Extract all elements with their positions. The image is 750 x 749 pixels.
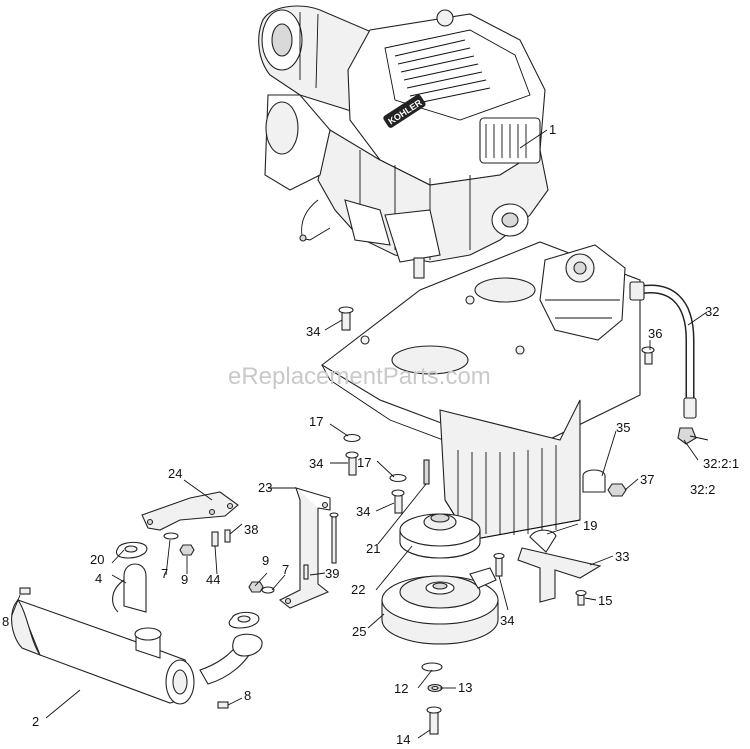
callout-36: 36	[648, 326, 662, 341]
callout-14: 14	[396, 732, 410, 747]
callout-1: 1	[549, 122, 556, 137]
callout-8-left: 8	[2, 614, 9, 629]
bolt-36	[641, 346, 655, 365]
callout-17-upper: 17	[309, 414, 323, 429]
callout-labels: 1 34 32 36 17 34 17 34 21 22 25 12 13 14…	[2, 122, 739, 747]
callout-25: 25	[352, 624, 366, 639]
callout-19: 19	[583, 518, 597, 533]
callout-34-mid: 34	[309, 456, 323, 471]
callout-32-2: 32:2	[690, 482, 715, 497]
gaskets-20	[115, 541, 260, 629]
callout-9-right: 9	[262, 553, 269, 568]
bolt-34-upper	[338, 306, 354, 331]
callout-22: 22	[351, 582, 365, 597]
frame-chassis	[321, 241, 641, 541]
callout-4: 4	[95, 571, 102, 586]
callout-7-right: 7	[282, 562, 289, 577]
callout-2: 2	[32, 714, 39, 729]
pulley-22	[399, 513, 481, 559]
clutch-hardware	[421, 662, 443, 735]
callout-23: 23	[258, 480, 272, 495]
callout-39: 39	[325, 566, 339, 581]
callout-34-lower: 34	[500, 613, 514, 628]
bolt-34-lower	[493, 552, 505, 577]
callout-12: 12	[394, 681, 408, 696]
callout-24: 24	[168, 466, 182, 481]
callout-32: 32	[705, 304, 719, 319]
callout-34-upper: 34	[306, 324, 320, 339]
callout-13: 13	[458, 680, 472, 695]
callout-37: 37	[640, 472, 654, 487]
leader-lines	[11, 129, 709, 739]
bracket-24	[141, 491, 239, 556]
muffler-2	[11, 563, 263, 709]
callout-32-2-1: 32:2:1	[703, 456, 739, 471]
watermark-text: eReplacementParts.com	[228, 363, 491, 390]
electric-clutch-25	[381, 567, 499, 645]
callout-34-center: 34	[356, 504, 370, 519]
center-hardware	[343, 433, 430, 514]
callout-8-right: 8	[244, 688, 251, 703]
bracket-23	[248, 486, 339, 609]
callout-15: 15	[598, 593, 612, 608]
callout-33: 33	[615, 549, 629, 564]
callout-20: 20	[90, 552, 104, 567]
callout-7-left: 7	[161, 566, 168, 581]
callout-9-left: 9	[181, 572, 188, 587]
callout-44: 44	[206, 572, 220, 587]
clamp-35	[582, 469, 627, 497]
callout-17-lower: 17	[357, 455, 371, 470]
callout-21: 21	[366, 541, 380, 556]
engine-assembly: KOHLER	[258, 5, 549, 279]
callout-38: 38	[244, 522, 258, 537]
hydraulic-hose	[629, 281, 697, 445]
callout-35: 35	[616, 420, 630, 435]
bracket-33	[517, 529, 602, 606]
